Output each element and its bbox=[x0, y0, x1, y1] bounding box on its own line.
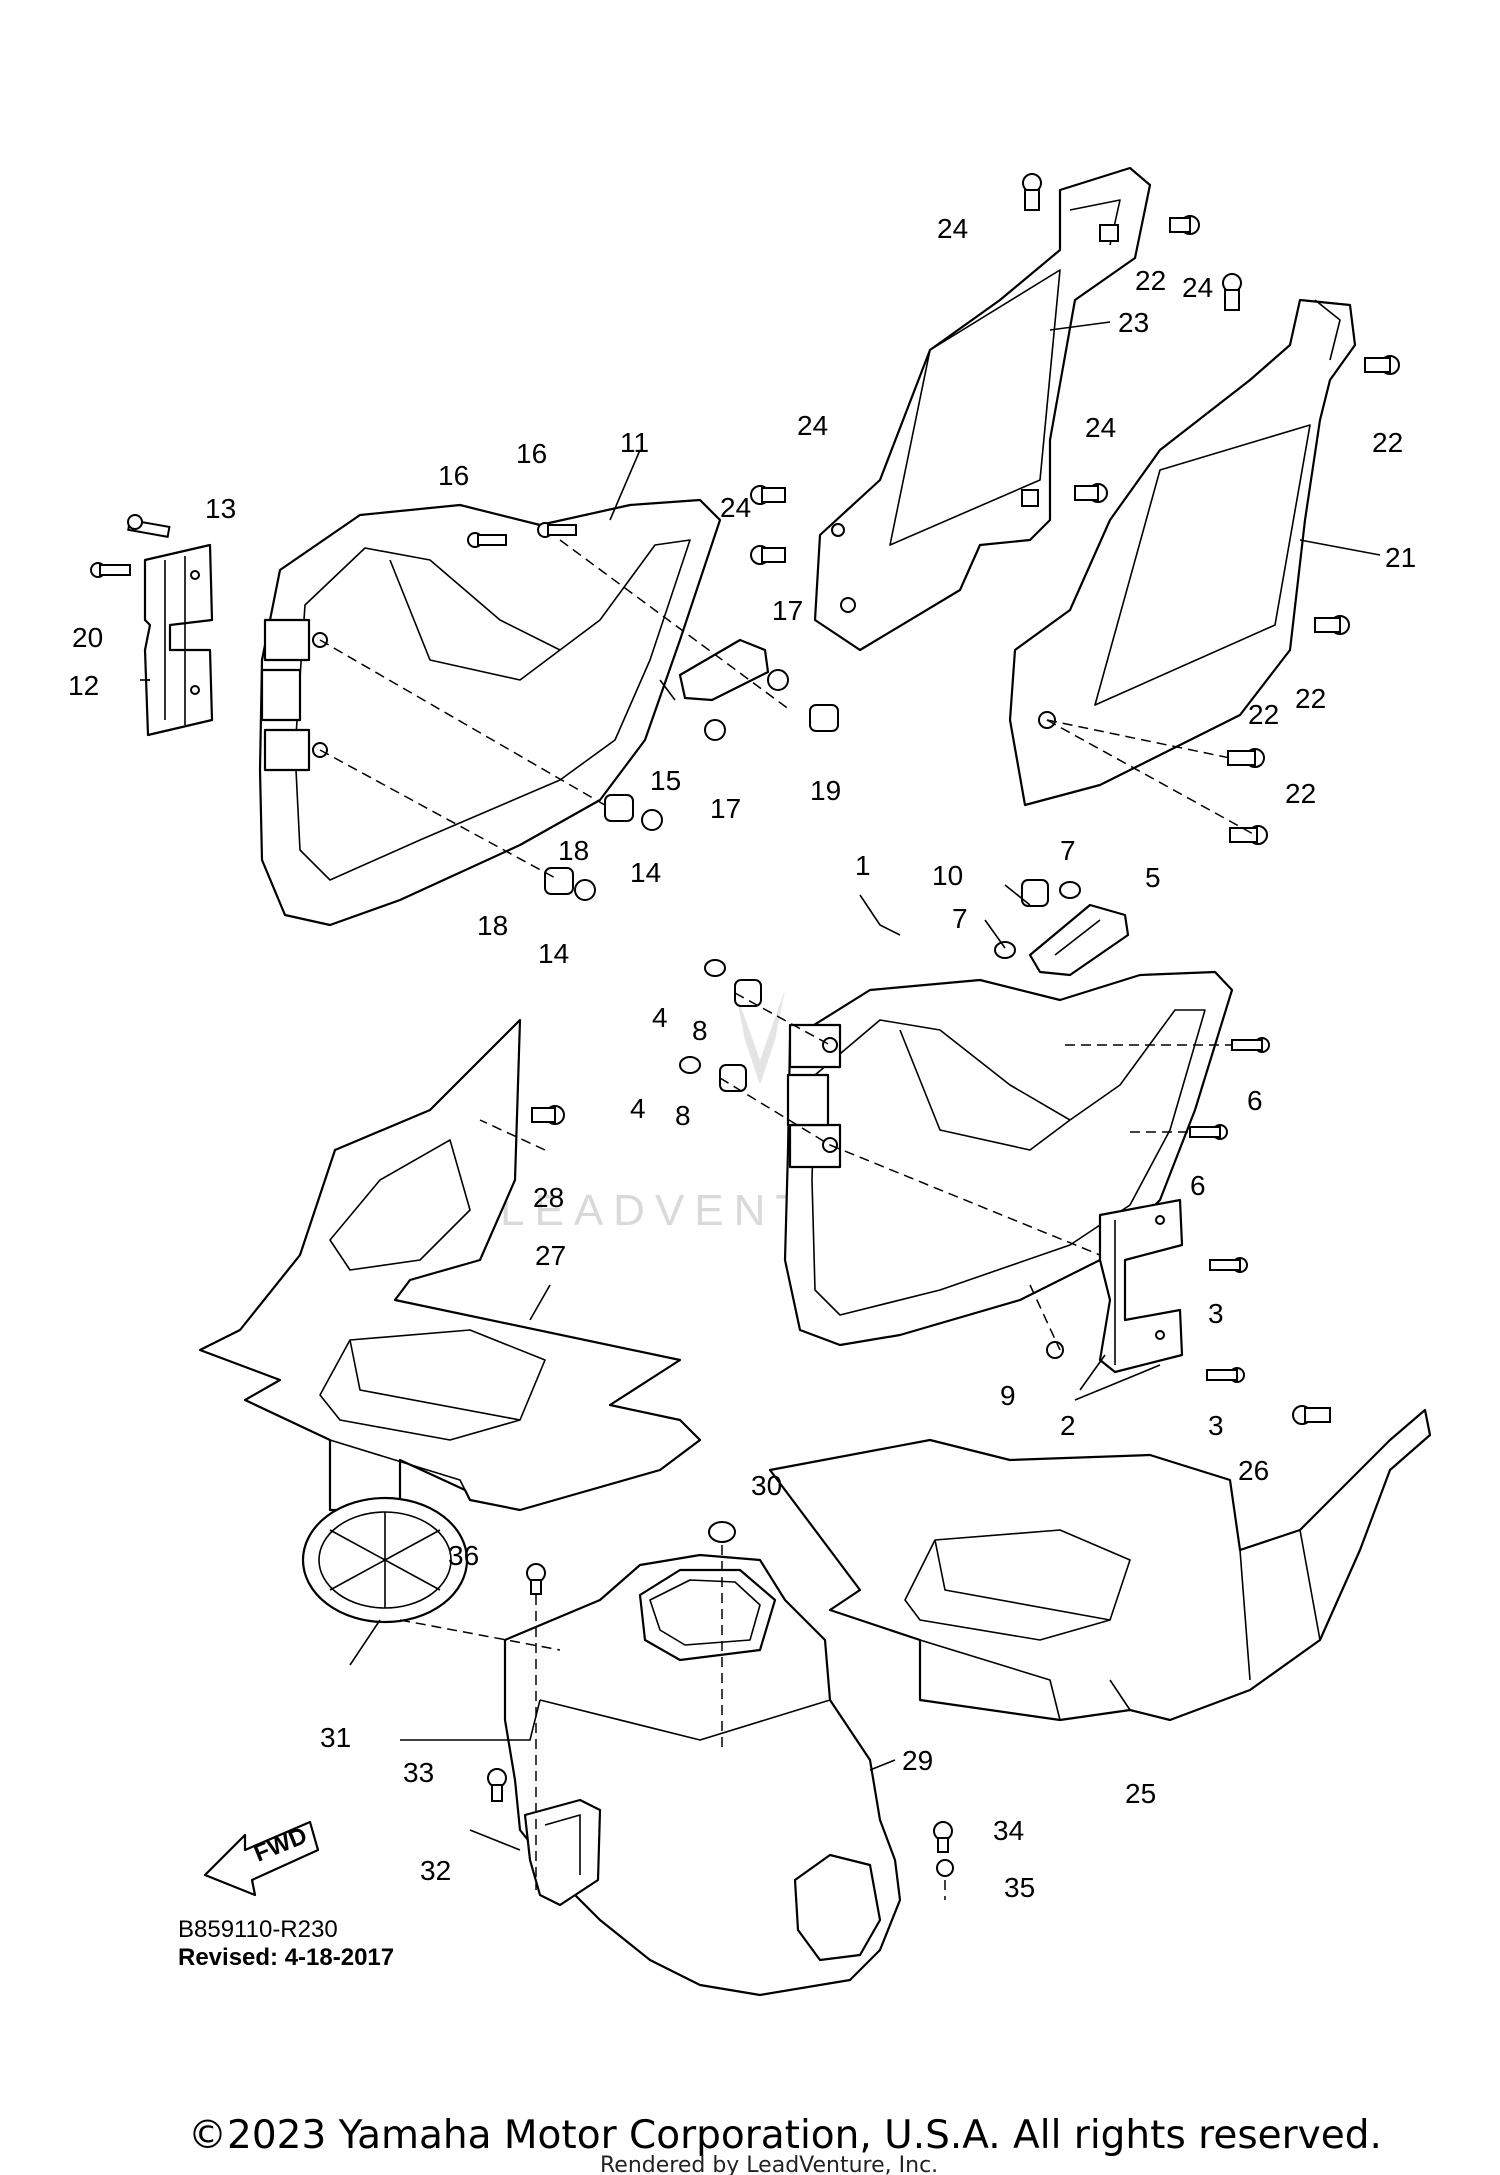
callout-3a: 3 bbox=[1208, 1298, 1224, 1329]
callout-7b: 7 bbox=[952, 903, 968, 934]
callout-32: 32 bbox=[420, 1855, 451, 1886]
callout-22a: 22 bbox=[1135, 265, 1166, 296]
part-27-floor-panel bbox=[198, 1018, 702, 1512]
callout-18a: 18 bbox=[558, 835, 589, 866]
part-32-bracket bbox=[523, 1798, 602, 1907]
callout-36: 36 bbox=[448, 1540, 479, 1571]
callout-21: 21 bbox=[1385, 542, 1416, 573]
callout-5: 5 bbox=[1145, 862, 1161, 893]
callout-16b: 16 bbox=[516, 438, 547, 469]
part-12-hinge bbox=[143, 543, 214, 737]
part-5-latch bbox=[1028, 903, 1130, 977]
callout-6b: 6 bbox=[1190, 1170, 1206, 1201]
part-29-console bbox=[503, 1553, 902, 1997]
copyright-notice: ©2023 Yamaha Motor Corporation, U.S.A. A… bbox=[188, 2113, 1382, 2158]
callout-6a: 6 bbox=[1247, 1085, 1263, 1116]
callout-20: 20 bbox=[72, 622, 103, 653]
part-15-latch bbox=[678, 638, 770, 702]
callout-22e: 22 bbox=[1285, 778, 1316, 809]
callout-28: 28 bbox=[533, 1182, 564, 1213]
callout-7a: 7 bbox=[1060, 835, 1076, 866]
part-21-door-panel bbox=[1008, 298, 1357, 807]
callout-26: 26 bbox=[1238, 1455, 1269, 1486]
callout-24b: 24 bbox=[1182, 272, 1213, 303]
callout-3b: 3 bbox=[1208, 1410, 1224, 1441]
part-2-hinge bbox=[1098, 1198, 1184, 1374]
callout-33: 33 bbox=[403, 1757, 434, 1788]
callout-24c: 24 bbox=[797, 410, 828, 441]
callout-25: 25 bbox=[1125, 1778, 1156, 1809]
part-23-door-panel bbox=[813, 166, 1152, 652]
callout-13: 13 bbox=[205, 493, 236, 524]
callout-12: 12 bbox=[68, 670, 99, 701]
callouts: 1 2 3 3 4 4 5 6 6 7 7 8 8 9 10 11 12 13 … bbox=[68, 213, 1416, 1903]
callout-10: 10 bbox=[932, 860, 963, 891]
callout-24e: 24 bbox=[720, 492, 751, 523]
callout-17b: 17 bbox=[710, 793, 741, 824]
part-25-floor-panel bbox=[768, 1408, 1432, 1722]
part-31-grille bbox=[301, 1496, 469, 1624]
fwd-arrow-icon: FWD bbox=[203, 1820, 320, 1897]
callout-9: 9 bbox=[1000, 1380, 1016, 1411]
callout-22c: 22 bbox=[1295, 683, 1326, 714]
rendered-by: Rendered by LeadVenture, Inc. bbox=[600, 2153, 938, 2175]
part-1-door-frame bbox=[783, 970, 1234, 1347]
callout-15: 15 bbox=[650, 765, 681, 796]
callout-14a: 14 bbox=[630, 857, 661, 888]
callout-30: 30 bbox=[751, 1470, 782, 1501]
revised-date: Revised: 4-18-2017 bbox=[178, 1944, 394, 1971]
callout-24a: 24 bbox=[937, 213, 968, 244]
leader-lines bbox=[140, 321, 1381, 1851]
callout-4a: 4 bbox=[652, 1002, 668, 1033]
alignment-lines bbox=[319, 539, 1256, 1900]
callout-8b: 8 bbox=[675, 1100, 691, 1131]
callout-35: 35 bbox=[1004, 1872, 1035, 1903]
callout-14b: 14 bbox=[538, 938, 569, 969]
callout-22b: 22 bbox=[1372, 427, 1403, 458]
callout-34: 34 bbox=[993, 1815, 1024, 1846]
callout-23: 23 bbox=[1118, 307, 1149, 338]
callout-17a: 17 bbox=[772, 595, 803, 626]
callout-2: 2 bbox=[1060, 1410, 1076, 1441]
callout-22d: 22 bbox=[1248, 699, 1279, 730]
callout-29: 29 bbox=[902, 1745, 933, 1776]
callout-24d: 24 bbox=[1085, 412, 1116, 443]
drawing-number: B859110-R230 bbox=[178, 1916, 338, 1943]
callout-8a: 8 bbox=[692, 1015, 708, 1046]
part-11-door-frame bbox=[258, 498, 722, 927]
callout-1: 1 bbox=[855, 850, 871, 881]
callout-16a: 16 bbox=[438, 460, 469, 491]
callout-11: 11 bbox=[620, 427, 649, 458]
callout-27: 27 bbox=[535, 1240, 566, 1271]
callout-4b: 4 bbox=[630, 1093, 646, 1124]
callout-18b: 18 bbox=[477, 910, 508, 941]
callout-19: 19 bbox=[810, 775, 841, 806]
callout-31: 31 bbox=[320, 1722, 351, 1753]
